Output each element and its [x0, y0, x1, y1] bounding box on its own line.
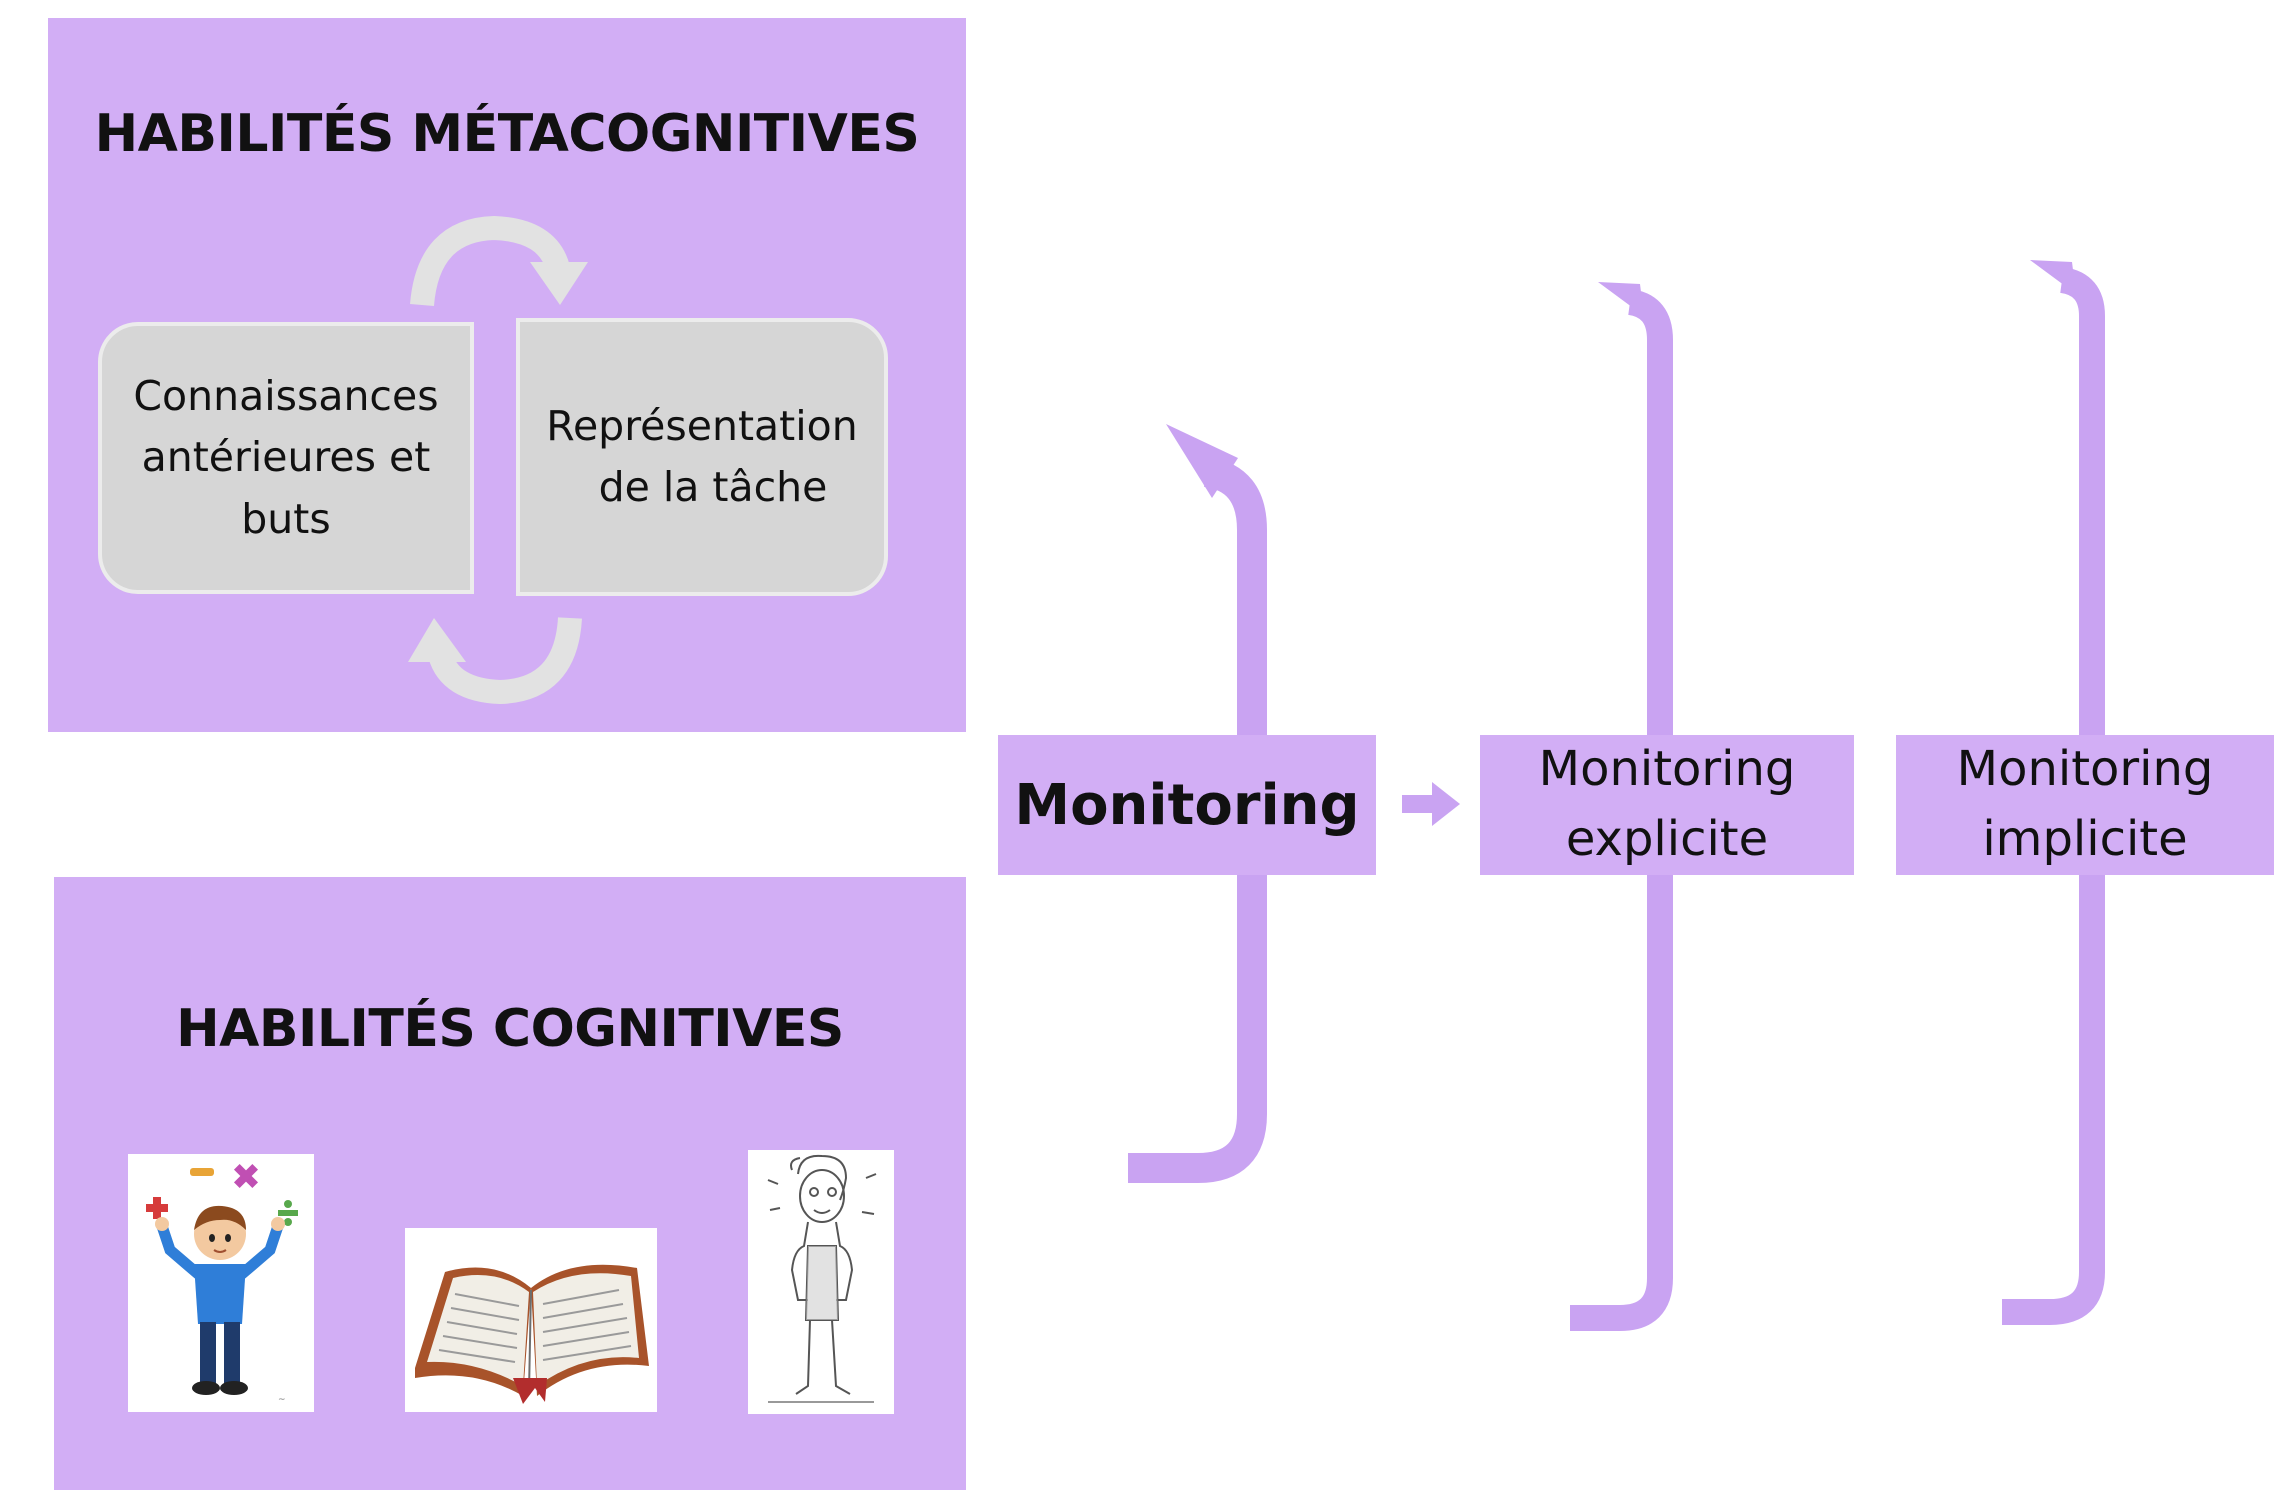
monitoring-box: Monitoring [998, 735, 1376, 875]
implicit-monitoring-line-2: implicite [1982, 811, 2188, 867]
task-representation-line-2: de la tâche [598, 463, 828, 511]
svg-text:~: ~ [278, 1395, 286, 1405]
task-representation-box: Représentation de la tâche [516, 318, 888, 596]
task-representation-line-1: Représentation [546, 401, 858, 450]
prior-knowledge-line-1: Connaissances [133, 371, 439, 420]
prior-knowledge-box: Connaissances antérieures et buts [98, 322, 474, 594]
implicit-monitoring-line-1: Monitoring [1956, 741, 2214, 798]
prior-knowledge-line-2: antérieures et [141, 433, 431, 482]
return-arrow-icon [1570, 282, 1673, 1331]
prior-knowledge-line-3: buts [241, 494, 331, 543]
explicit-monitoring-line-1: Monitoring [1538, 741, 1796, 798]
cycle-arrow-icon [410, 215, 588, 307]
explicit-monitoring-box: Monitoring explicite [1480, 735, 1854, 875]
cycle-arrow-icon [408, 616, 582, 705]
metacognitive-title: HABILITÉS MÉTACOGNITIVES [94, 104, 920, 164]
right-arrow-icon [1402, 782, 1460, 826]
return-arrow-icon [1128, 424, 1267, 1183]
thinking-man-sketch [748, 1150, 894, 1414]
cognitive-title: HABILITÉS COGNITIVES [176, 999, 844, 1059]
open-book [405, 1228, 657, 1412]
child-juggling-math-symbols: ~ [128, 1154, 314, 1412]
monitoring-label: Monitoring [1014, 772, 1360, 838]
implicit-monitoring-box: Monitoring implicite [1896, 735, 2274, 875]
explicit-monitoring-line-2: explicite [1565, 811, 1769, 867]
return-arrow-icon [2002, 260, 2105, 1325]
